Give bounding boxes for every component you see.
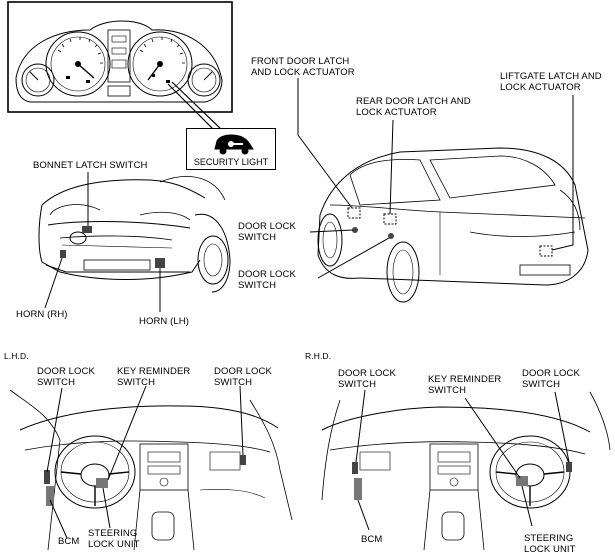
rear-door-latch-line-1: REAR DOOR LATCH AND bbox=[356, 96, 471, 107]
lhd-door-lock-switch-right-label: DOOR LOCK SWITCH bbox=[214, 366, 272, 388]
door-lock-switch-lower-line-2: SWITCH bbox=[238, 280, 277, 291]
lhd-door-lock-right-line-2: SWITCH bbox=[214, 377, 253, 388]
lhd-key-reminder-line-2: SWITCH bbox=[117, 377, 156, 388]
rhd-key-reminder-line-2: SWITCH bbox=[428, 385, 467, 396]
rear-vehicle-illustration bbox=[297, 78, 589, 303]
horn-lh-label: HORN (LH) bbox=[139, 316, 189, 327]
rear-door-latch-label: REAR DOOR LATCH AND LOCK ACTUATOR bbox=[356, 96, 471, 118]
front-door-latch-line-2: AND LOCK ACTUATOR bbox=[251, 67, 355, 78]
door-lock-switch-upper-label: DOOR LOCK SWITCH bbox=[238, 221, 296, 243]
liftgate-latch-line-1: LIFTGATE LATCH AND bbox=[500, 71, 602, 82]
lhd-steering-lock-unit-label: STEERING LOCK UNIT bbox=[88, 528, 140, 550]
door-lock-switch-upper-line-1: DOOR LOCK bbox=[238, 221, 296, 232]
rhd-door-lock-left-line-2: SWITCH bbox=[338, 379, 377, 390]
rhd-heading: R.H.D. bbox=[305, 351, 332, 361]
lhd-key-reminder-line-1: KEY REMINDER bbox=[117, 366, 191, 377]
lhd-door-lock-switch-left-label: DOOR LOCK SWITCH bbox=[37, 366, 95, 388]
rear-door-latch-line-2: LOCK ACTUATOR bbox=[356, 107, 437, 118]
lhd-key-reminder-switch-label: KEY REMINDER SWITCH bbox=[117, 366, 190, 388]
lhd-steering-lock-line-2: LOCK UNIT bbox=[88, 539, 140, 550]
car-key-icon bbox=[214, 134, 254, 155]
security-light-label: SECURITY LIGHT bbox=[193, 157, 269, 167]
lhd-dashboard-illustration bbox=[9, 385, 293, 551]
door-lock-switch-lower-label: DOOR LOCK SWITCH bbox=[238, 269, 296, 291]
rhd-dashboard-illustration bbox=[321, 389, 611, 551]
rhd-door-lock-right-line-1: DOOR LOCK bbox=[522, 368, 580, 379]
rhd-door-lock-left-line-1: DOOR LOCK bbox=[338, 368, 396, 379]
rhd-bcm-label: BCM bbox=[361, 534, 383, 545]
liftgate-latch-label: LIFTGATE LATCH AND LOCK ACTUATOR bbox=[500, 71, 602, 93]
liftgate-latch-line-2: LOCK ACTUATOR bbox=[500, 82, 581, 93]
lhd-heading: L.H.D. bbox=[4, 351, 29, 361]
front-door-latch-line-1: FRONT DOOR LATCH bbox=[251, 56, 350, 67]
horn-rh-label: HORN (RH) bbox=[16, 309, 68, 320]
lhd-door-lock-left-line-1: DOOR LOCK bbox=[37, 366, 95, 377]
door-lock-switch-upper-line-2: SWITCH bbox=[238, 232, 277, 243]
instrument-cluster-illustration bbox=[7, 1, 233, 131]
lhd-steering-lock-line-1: STEERING bbox=[88, 528, 138, 539]
security-light-badge: SECURITY LIGHT bbox=[186, 128, 276, 170]
lhd-bcm-label: BCM bbox=[58, 536, 80, 547]
front-vehicle-illustration bbox=[38, 172, 231, 312]
front-door-latch-label: FRONT DOOR LATCH AND LOCK ACTUATOR bbox=[251, 56, 355, 78]
rhd-key-reminder-switch-label: KEY REMINDER SWITCH bbox=[428, 374, 501, 396]
rhd-door-lock-switch-left-label: DOOR LOCK SWITCH bbox=[338, 368, 396, 390]
rhd-steering-lock-unit-label: STEERING LOCK UNIT bbox=[524, 533, 576, 555]
rhd-door-lock-right-line-2: SWITCH bbox=[522, 379, 561, 390]
lhd-door-lock-left-line-2: SWITCH bbox=[37, 377, 76, 388]
rhd-steering-lock-line-1: STEERING bbox=[524, 533, 574, 544]
rhd-key-reminder-line-1: KEY REMINDER bbox=[428, 374, 502, 385]
rhd-steering-lock-line-2: LOCK UNIT bbox=[524, 544, 576, 555]
bonnet-latch-switch-label: BONNET LATCH SWITCH bbox=[33, 160, 148, 171]
rhd-door-lock-switch-right-label: DOOR LOCK SWITCH bbox=[522, 368, 580, 390]
lhd-door-lock-right-line-1: DOOR LOCK bbox=[214, 366, 272, 377]
door-lock-switch-lower-line-1: DOOR LOCK bbox=[238, 269, 296, 280]
